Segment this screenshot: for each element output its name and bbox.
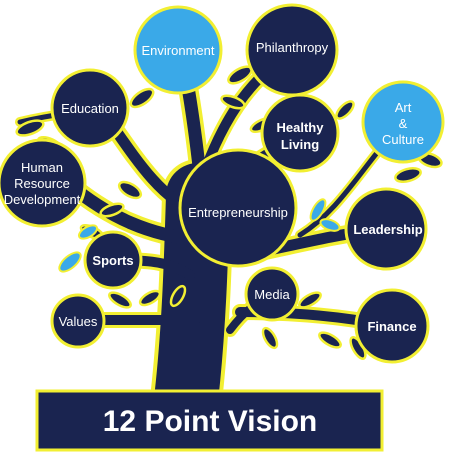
leaf-blue (77, 224, 99, 240)
node-healthy-living-line2: Living (281, 137, 319, 152)
leaf (261, 326, 279, 350)
node-philanthropy: Philanthropy (245, 3, 339, 97)
node-human-resource-development: Human Resource Development (0, 138, 87, 228)
leaf-blue (309, 198, 327, 222)
node-philanthropy-label: Philanthropy (256, 40, 329, 55)
node-education-label: Education (61, 101, 119, 116)
leaf (138, 289, 162, 307)
leaf (335, 100, 355, 120)
node-environment-label: Environment (142, 43, 215, 58)
node-sports-label: Sports (92, 253, 133, 268)
leaf-blue (58, 251, 82, 273)
node-art-culture-line1: Art (395, 100, 412, 115)
node-finance: Finance (354, 288, 430, 364)
node-entrepreneurship-label: Entrepreneurship (188, 205, 288, 220)
leaf (298, 291, 322, 309)
leaf (394, 167, 422, 183)
node-human-resource-line2: Resource (14, 176, 70, 191)
node-finance-label: Finance (367, 319, 416, 334)
node-art-culture-line3: Culture (382, 132, 424, 147)
node-media-label: Media (254, 287, 290, 302)
node-entrepreneurship: Entrepreneurship (178, 148, 298, 268)
node-leadership: Leadership (344, 187, 428, 271)
page-title: 12 Point Vision (103, 405, 318, 438)
leaf (169, 284, 187, 308)
node-human-resource-line1: Human (21, 160, 63, 175)
leaf (129, 87, 155, 109)
leaf-blue (319, 218, 341, 232)
leaf (318, 331, 342, 349)
leaf (220, 94, 246, 110)
node-healthy-living-line1: Healthy (277, 120, 325, 135)
title-banner: 12 Point Vision (35, 389, 384, 452)
leaf (99, 202, 125, 218)
leaf (117, 180, 143, 200)
node-art-culture: Art & Culture (361, 80, 445, 164)
node-education: Education (50, 68, 130, 148)
node-sports: Sports (83, 230, 143, 290)
node-media: Media (244, 266, 300, 322)
node-art-culture-line2: & (399, 116, 408, 131)
node-human-resource-line3: Development (4, 192, 81, 207)
node-values: Values (50, 293, 106, 349)
leaf (108, 291, 132, 309)
node-values-label: Values (59, 314, 98, 329)
node-environment: Environment (133, 5, 223, 95)
node-healthy-living: Healthy Living (260, 93, 340, 173)
node-leadership-label: Leadership (353, 222, 422, 237)
leaf (15, 119, 45, 137)
